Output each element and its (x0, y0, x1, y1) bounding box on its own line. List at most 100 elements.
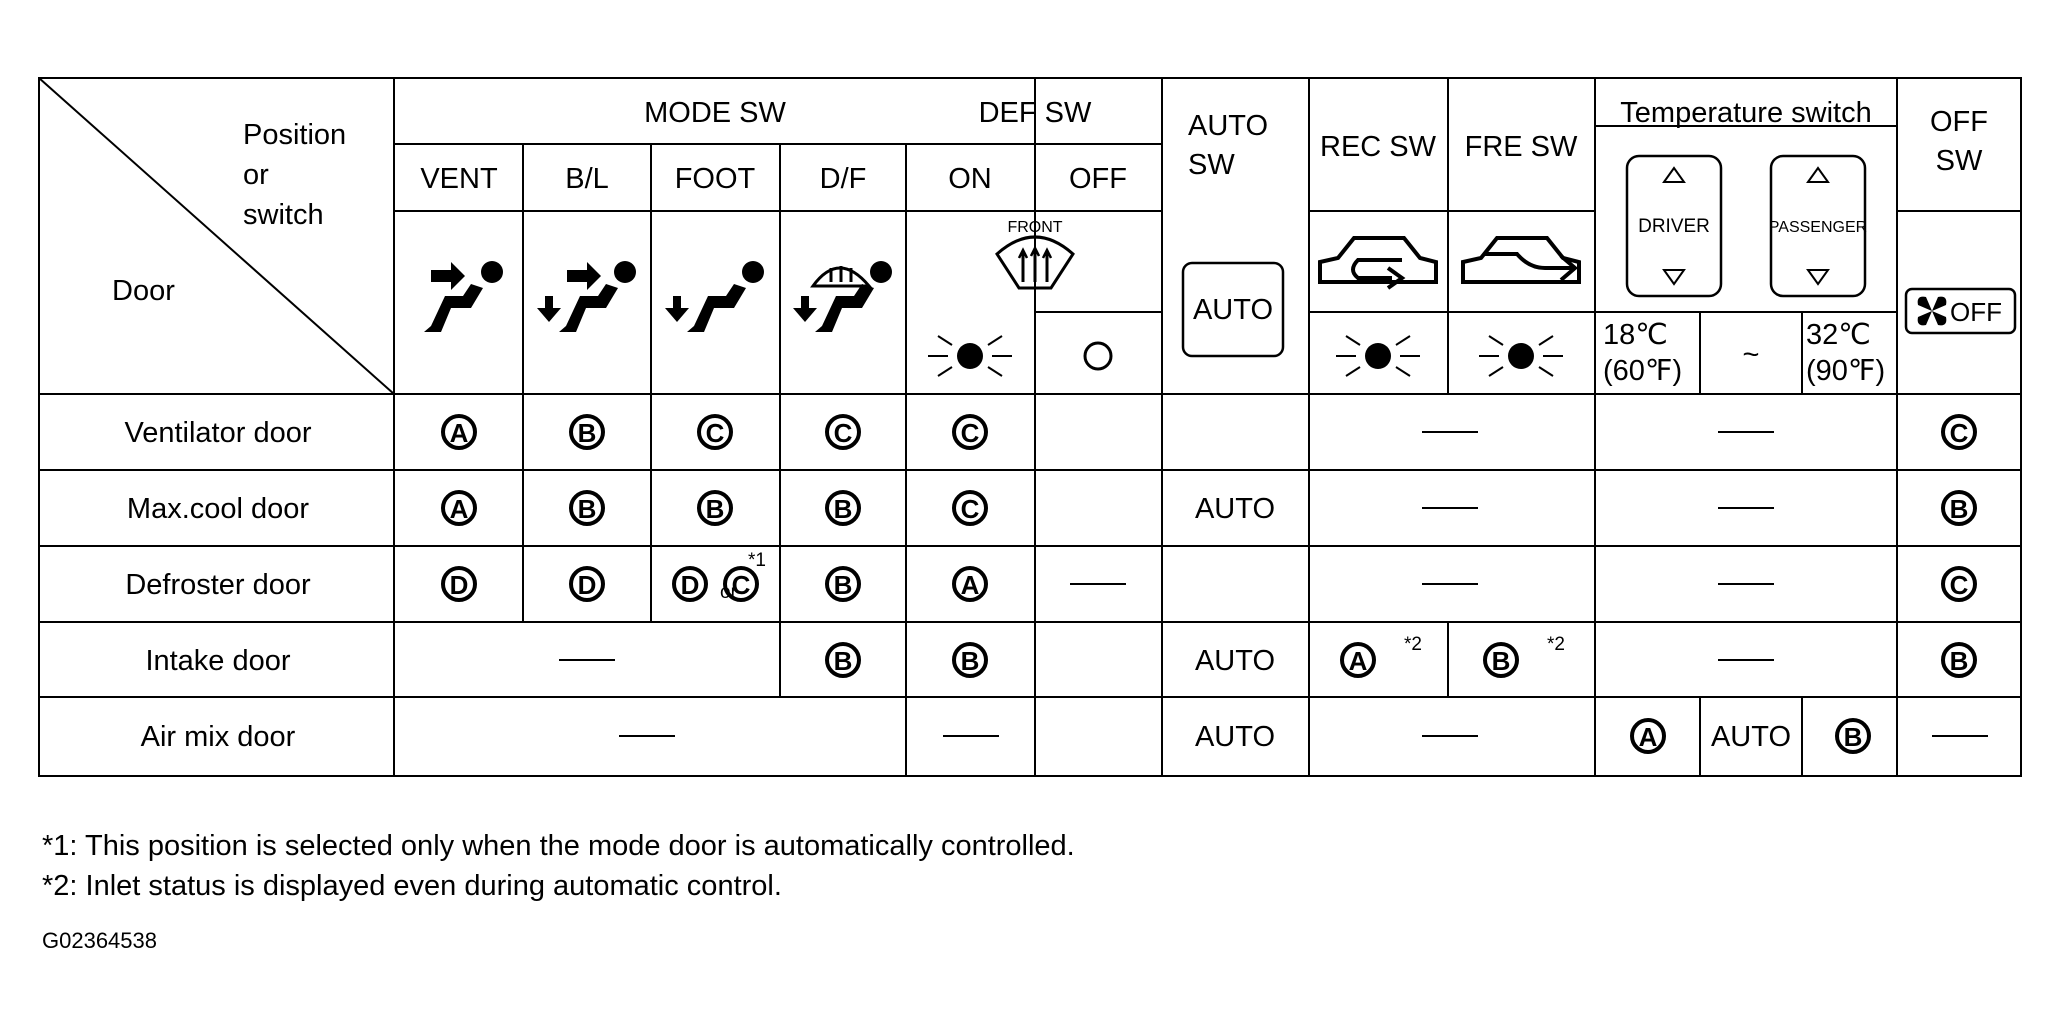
row3-def_on-cell: B (952, 642, 988, 678)
svg-text:C: C (834, 418, 853, 448)
rec-lamp-icon (1336, 335, 1420, 377)
row2-df-cell: B (825, 566, 861, 602)
svg-text:B: B (1844, 722, 1863, 752)
passenger-temp-dial-icon: PASSENGER (1769, 154, 1867, 298)
row3-rec-cell: A (1340, 642, 1376, 678)
fre-lamp-icon (1479, 335, 1563, 377)
airmix-temp-auto: AUTO (1711, 721, 1791, 753)
svg-text:A: A (450, 494, 469, 524)
def-sw-header: DEF SW (979, 97, 1092, 129)
svg-text:C: C (1950, 570, 1969, 600)
table-grid (38, 77, 2022, 777)
superscript-star2-rec: *2 (1404, 634, 1422, 655)
svg-text:B: B (961, 646, 980, 676)
auto-cells: AUTO AUTO AUTO AUTO (1195, 493, 1791, 753)
figure-code: G02364538 (42, 928, 157, 953)
auto-button-label: AUTO (1193, 294, 1273, 326)
front-defroster-icon: FRONT (995, 219, 1075, 290)
def-off-lamp-icon (1083, 341, 1113, 371)
svg-text:D: D (681, 570, 700, 600)
airmix-auto: AUTO (1195, 721, 1275, 753)
off-button-icon: OFF (1904, 287, 2017, 335)
row0-bl-cell: B (569, 414, 605, 450)
fre-sw-header: FRE SW (1465, 131, 1578, 163)
svg-text:B: B (578, 494, 597, 524)
corner-position: Position (243, 119, 346, 151)
maxcool-auto: AUTO (1195, 493, 1275, 525)
svg-text:B: B (578, 418, 597, 448)
row3-off-cell: B (1941, 642, 1977, 678)
row0-off-cell: C (1941, 414, 1977, 450)
row4-temp_high-cell: B (1835, 718, 1871, 754)
row-label-airmix: Air mix door (141, 721, 296, 753)
or-word: or (720, 582, 738, 603)
temp-high-1: 32℃ (1806, 319, 1871, 351)
rec-sw-header: REC SW (1320, 131, 1437, 163)
col-def-on: ON (948, 163, 992, 195)
front-label: FRONT (1007, 219, 1062, 236)
corner-door: Door (112, 275, 175, 307)
row-labels: Ventilator door Max.cool door Defroster … (124, 417, 311, 753)
row2-off-cell: C (1941, 566, 1977, 602)
recirculation-icon (1318, 236, 1438, 290)
svg-text:B: B (834, 646, 853, 676)
svg-text:B: B (706, 494, 725, 524)
row2-bl-cell: D (569, 566, 605, 602)
col-vent: VENT (420, 163, 498, 195)
row-label-ventilator: Ventilator door (124, 417, 311, 449)
corner-switch: switch (243, 199, 324, 231)
row1-foot-cell: B (697, 490, 733, 526)
svg-text:A: A (1349, 646, 1368, 676)
svg-text:B: B (1950, 494, 1969, 524)
off-button-label: OFF (1950, 297, 2002, 327)
auto-sw-header-1: AUTO (1188, 110, 1268, 142)
row0-def_on-cell: C (952, 414, 988, 450)
fan-icon (1917, 296, 1947, 326)
off-sw-header-1: OFF (1930, 106, 1988, 138)
bi-level-mode-icon (537, 261, 636, 332)
svg-text:D: D (578, 570, 597, 600)
row3-df-cell: B (825, 642, 861, 678)
svg-text:B: B (834, 494, 853, 524)
svg-text:B: B (834, 570, 853, 600)
svg-text:B: B (1492, 646, 1511, 676)
row1-bl-cell: B (569, 490, 605, 526)
row0-foot-cell: C (697, 414, 733, 450)
svg-text:A: A (961, 570, 980, 600)
row1-df-cell: B (825, 490, 861, 526)
col-def-off: OFF (1069, 163, 1127, 195)
svg-text:B: B (1950, 646, 1969, 676)
corner-or: or (243, 159, 269, 191)
temp-low-2: (60℉) (1603, 355, 1682, 387)
row1-vent-cell: A (441, 490, 477, 526)
svg-text:C: C (961, 494, 980, 524)
svg-text:C: C (961, 418, 980, 448)
auto-button-icon: AUTO (1181, 261, 1285, 358)
row2-foot-cell-b: C (723, 566, 759, 602)
row2-foot-cell-a: D (672, 566, 708, 602)
foot-mode-icon (665, 261, 764, 332)
superscript-star1: *1 (748, 550, 766, 571)
mode-sw-header: MODE SW (644, 97, 786, 129)
svg-text:D: D (450, 570, 469, 600)
def-on-lamp-icon (928, 335, 1012, 377)
footnote-2: *2: Inlet status is displayed even durin… (42, 870, 782, 902)
vent-mode-icon (424, 261, 503, 332)
intake-auto: AUTO (1195, 645, 1275, 677)
svg-text:A: A (450, 418, 469, 448)
driver-temp-dial-icon: DRIVER (1625, 154, 1723, 298)
footnote-1: *1: This position is selected only when … (42, 830, 1075, 862)
passenger-label: PASSENGER (1769, 219, 1867, 236)
row3-fre-cell: B (1483, 642, 1519, 678)
empty-dashes (559, 431, 1988, 737)
row0-vent-cell: A (441, 414, 477, 450)
temperature-switch-header: Temperature switch (1620, 97, 1871, 129)
row1-off-cell: B (1941, 490, 1977, 526)
svg-text:C: C (1950, 418, 1969, 448)
defrost-foot-mode-icon (793, 261, 892, 332)
svg-text:C: C (706, 418, 725, 448)
row1-def_on-cell: C (952, 490, 988, 526)
auto-sw-header-2: SW (1188, 149, 1235, 181)
